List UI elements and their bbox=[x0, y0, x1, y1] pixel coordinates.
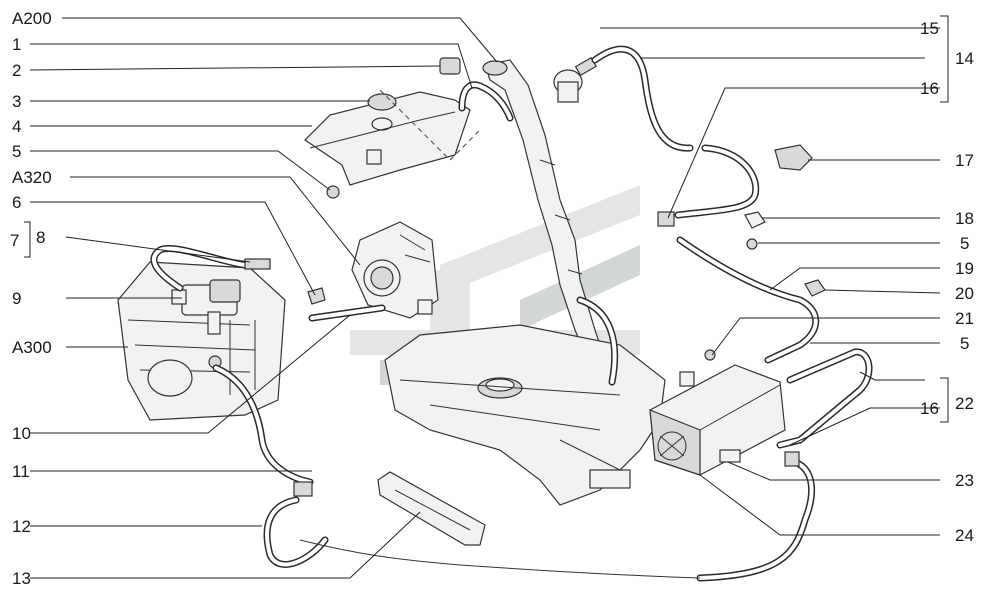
clip-20 bbox=[804, 279, 826, 297]
label-a200: A200 bbox=[12, 9, 52, 28]
label-11: 11 bbox=[12, 462, 30, 481]
label-21: 21 bbox=[955, 309, 974, 328]
label-2: 2 bbox=[12, 61, 21, 80]
nut-21 bbox=[704, 349, 716, 361]
label-17: 17 bbox=[955, 151, 974, 170]
labels-left: A200 1 2 3 4 5 A320 6 7 8 9 A300 10 11 1… bbox=[10, 9, 52, 588]
label-a300: A300 bbox=[12, 338, 52, 357]
label-5c: 5 bbox=[960, 334, 969, 353]
leader-lines bbox=[29, 17, 941, 579]
fuel-tank bbox=[384, 324, 666, 506]
pipe-bracket bbox=[377, 471, 486, 546]
label-22: 22 bbox=[955, 394, 974, 413]
label-8: 8 bbox=[36, 228, 45, 247]
group-brackets bbox=[24, 15, 949, 423]
throttle-body bbox=[351, 221, 439, 319]
label-19: 19 bbox=[955, 259, 974, 278]
clip-17 bbox=[774, 144, 813, 171]
fuel-filler-pipe bbox=[482, 59, 606, 366]
label-24: 24 bbox=[955, 526, 974, 545]
label-10: 10 bbox=[12, 424, 31, 443]
label-14: 14 bbox=[955, 49, 974, 68]
label-12: 12 bbox=[12, 517, 31, 536]
label-18: 18 bbox=[955, 209, 974, 228]
label-6: 6 bbox=[12, 193, 21, 212]
label-7: 7 bbox=[10, 231, 19, 250]
label-16b: 16 bbox=[920, 399, 939, 418]
purge-solenoid-valve bbox=[171, 279, 241, 369]
label-9: 9 bbox=[12, 289, 21, 308]
label-16a: 16 bbox=[920, 79, 939, 98]
labels-right: 15 14 16 17 18 5 19 20 21 5 22 16 23 24 bbox=[920, 19, 974, 545]
label-4: 4 bbox=[12, 117, 21, 136]
rollover-valve bbox=[553, 56, 597, 103]
label-15: 15 bbox=[920, 19, 939, 38]
label-20: 20 bbox=[955, 284, 974, 303]
label-a320: A320 bbox=[12, 168, 52, 187]
label-5: 5 bbox=[12, 142, 21, 161]
evap-canister bbox=[649, 364, 786, 476]
label-13: 13 bbox=[12, 569, 31, 588]
engine-block bbox=[117, 261, 286, 421]
label-5b: 5 bbox=[960, 234, 969, 253]
label-1: 1 bbox=[12, 35, 21, 54]
expansion-tank bbox=[304, 57, 471, 199]
label-3: 3 bbox=[12, 92, 21, 111]
label-23: 23 bbox=[955, 471, 974, 490]
clip-18 bbox=[744, 211, 766, 229]
nut-5a bbox=[746, 238, 758, 250]
